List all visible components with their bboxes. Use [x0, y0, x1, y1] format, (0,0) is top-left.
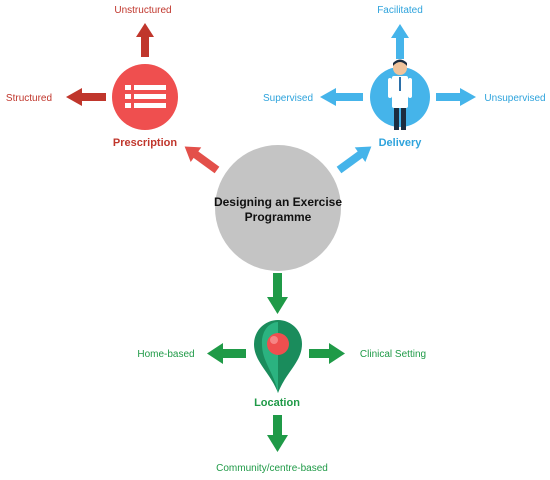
location-label: Location [254, 397, 300, 409]
option-clinical-setting: Clinical Setting [360, 349, 426, 360]
prescription-label: Prescription [113, 137, 177, 149]
option-structured: Structured [6, 93, 52, 104]
person-icon [388, 59, 412, 130]
arrow-facilitated [391, 24, 409, 59]
arrow-to-location [267, 273, 288, 314]
map-pin-icon [254, 320, 302, 393]
arrow-home-based [207, 343, 246, 364]
center-title-line1: Designing an Exercise [214, 195, 342, 209]
arrow-structured [66, 88, 106, 106]
arrow-unstructured [136, 23, 154, 57]
option-home-based: Home-based [137, 349, 194, 360]
prescription-node: Prescription [112, 64, 178, 149]
list-icon [125, 85, 166, 108]
arrow-to-prescription [184, 146, 220, 174]
arrow-supervised [320, 88, 363, 106]
delivery-label: Delivery [379, 137, 423, 149]
option-facilitated: Facilitated [377, 5, 423, 16]
option-supervised: Supervised [263, 93, 313, 104]
option-unstructured: Unstructured [114, 5, 171, 16]
center-circle [215, 145, 341, 271]
arrow-to-delivery [336, 146, 372, 174]
center-title-line2: Programme [245, 210, 312, 224]
arrow-community-centre-based [267, 415, 288, 452]
arrow-clinical-setting [309, 343, 345, 364]
location-node: Location [254, 320, 302, 409]
option-community-centre-based: Community/centre-based [216, 463, 328, 474]
arrow-unsupervised [436, 88, 476, 106]
delivery-node: Delivery [370, 59, 430, 149]
option-unsupervised: Unsupervised [484, 93, 545, 104]
